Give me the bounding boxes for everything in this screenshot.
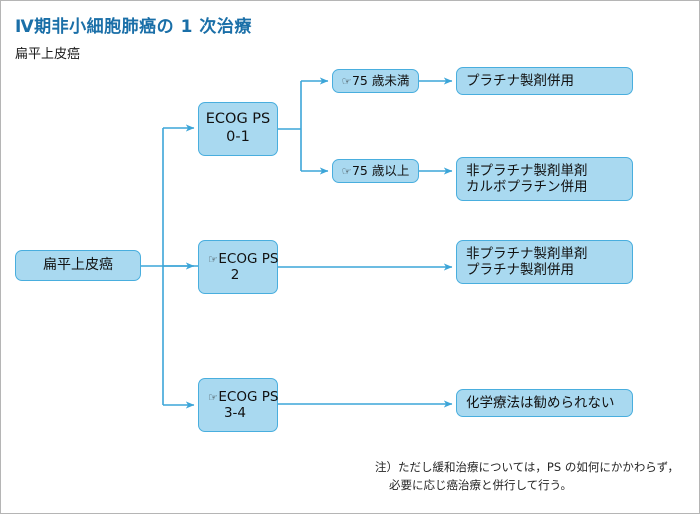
node-ecog-ps-3-4-line2: 3-4 — [223, 405, 247, 421]
node-ecog-ps-2-text: ECOG PS — [218, 250, 279, 267]
pointing-hand-icon: ☞ — [208, 390, 218, 404]
node-root-label: 扁平上皮癌 — [43, 256, 113, 273]
node-outcome-nonplatinum-platinum-line1: 非プラチナ製剤単剤 — [466, 245, 588, 262]
node-age-under-75-label: 75 歳未満 — [351, 73, 410, 89]
node-outcome-nonplatinum-carboplatin[interactable]: 非プラチナ製剤単剤 カルボプラチン併用 — [456, 157, 633, 201]
page-subtitle: 扁平上皮癌 — [15, 47, 81, 62]
footnote-line-2: 必要に応じ癌治療と併行して行う。 — [389, 477, 572, 492]
node-age-over-75-line: ☞75 歳以上 — [339, 163, 412, 178]
footnote: 注）ただし緩和治療については，PS の如何にかかわらず， 必要に応じ癌治療と併行… — [375, 459, 695, 495]
node-age-under-75[interactable]: ☞75 歳未満 — [332, 69, 419, 93]
node-ecog-ps-3-4[interactable]: ☞ECOG PS 3-4 — [198, 378, 278, 432]
node-ecog-ps-0-1-line2: 0-1 — [226, 129, 250, 145]
node-ecog-ps-2-line2: 2 — [230, 267, 240, 283]
page-title: Ⅳ期非小細胞肺癌の 1 次治療 — [15, 17, 252, 37]
node-ecog-ps-0-1[interactable]: ECOG PS 0-1 — [198, 102, 278, 156]
node-ecog-ps-3-4-text: ECOG PS — [218, 388, 279, 405]
pointing-hand-icon: ☞ — [341, 75, 352, 89]
node-outcome-no-chemotherapy-line1: 化学療法は勧められない — [466, 394, 615, 411]
node-age-over-75-label: 75 歳以上 — [351, 163, 410, 179]
node-ecog-ps-2[interactable]: ☞ECOG PS 2 — [198, 240, 278, 294]
pointing-hand-icon: ☞ — [208, 252, 218, 266]
node-outcome-platinum-combo[interactable]: プラチナ製剤併用 — [456, 67, 633, 95]
node-ecog-ps-0-1-line1: ECOG PS — [205, 111, 271, 128]
node-outcome-nonplatinum-carboplatin-line1: 非プラチナ製剤単剤 — [466, 162, 588, 179]
node-outcome-platinum-combo-line1: プラチナ製剤併用 — [466, 72, 574, 89]
node-outcome-nonplatinum-platinum[interactable]: 非プラチナ製剤単剤 プラチナ製剤併用 — [456, 240, 633, 284]
node-age-under-75-line: ☞75 歳未満 — [339, 73, 412, 88]
node-ecog-ps-2-line1: ☞ECOG PS — [208, 251, 278, 267]
pointing-hand-icon: ☞ — [341, 165, 352, 179]
node-ecog-ps-3-4-line1: ☞ECOG PS — [208, 389, 278, 405]
footnote-line-1: 注）ただし緩和治療については，PS の如何にかかわらず， — [375, 460, 680, 474]
node-outcome-nonplatinum-carboplatin-line2: カルボプラチン併用 — [466, 179, 588, 195]
node-age-over-75[interactable]: ☞75 歳以上 — [332, 159, 419, 183]
node-root-squamous[interactable]: 扁平上皮癌 — [15, 250, 141, 281]
node-outcome-nonplatinum-platinum-line2: プラチナ製剤併用 — [466, 262, 574, 278]
node-outcome-no-chemotherapy[interactable]: 化学療法は勧められない — [456, 389, 633, 417]
